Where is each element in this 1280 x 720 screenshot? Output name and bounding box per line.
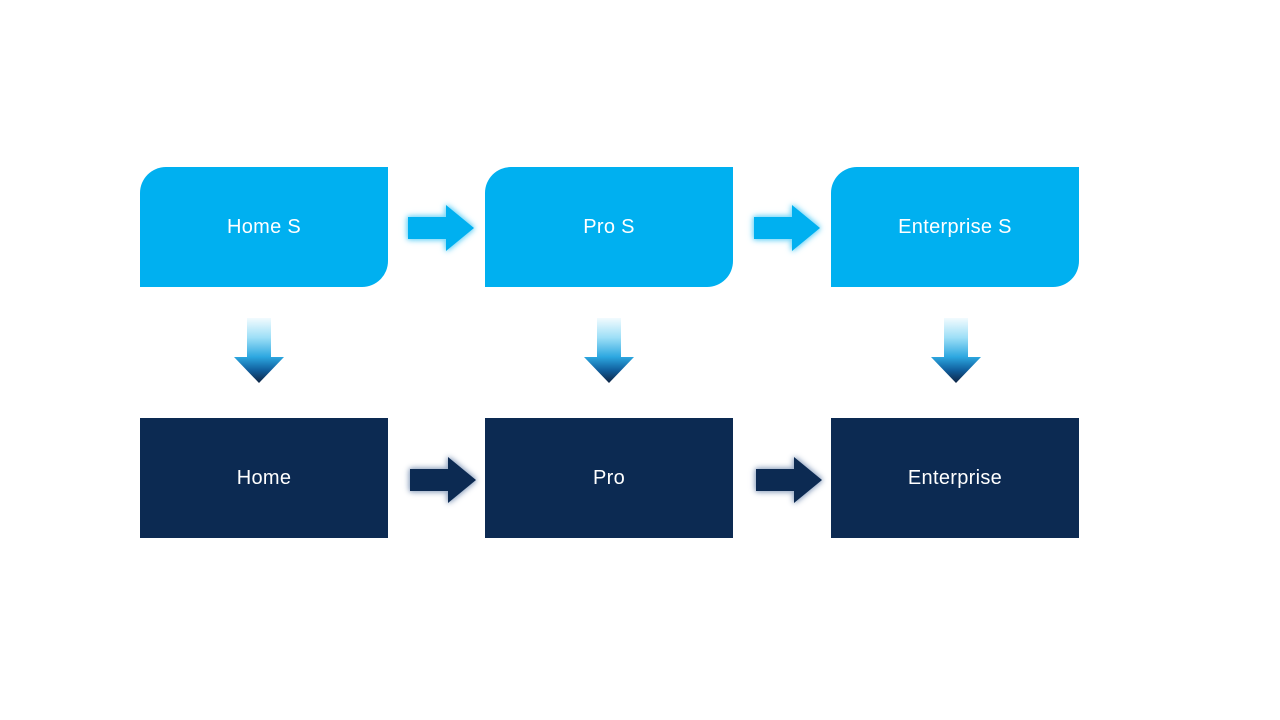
arrow-home-s-to-home-icon bbox=[234, 318, 284, 383]
node-enterprise-s: Enterprise S bbox=[831, 167, 1079, 287]
arrow-pro-to-enterprise-icon bbox=[756, 457, 822, 503]
node-pro-s-label: Pro S bbox=[583, 215, 635, 238]
arrow-home-to-pro-icon bbox=[410, 457, 476, 503]
node-enterprise: Enterprise bbox=[831, 418, 1079, 538]
node-home-label: Home bbox=[236, 466, 292, 489]
node-pro: Pro bbox=[485, 418, 733, 538]
arrow-enterprise-s-to-enterprise-icon bbox=[931, 318, 981, 383]
node-pro-label: Pro bbox=[592, 466, 626, 489]
arrow-pro-s-to-enterprise-s-icon bbox=[754, 205, 820, 251]
node-home-s-label: Home S bbox=[226, 215, 302, 238]
arrow-home-s-to-pro-s-icon bbox=[408, 205, 474, 251]
arrow-pro-s-to-pro-icon bbox=[584, 318, 634, 383]
node-home-s: Home S bbox=[140, 167, 388, 287]
node-pro-s: Pro S bbox=[485, 167, 733, 287]
node-home: Home bbox=[140, 418, 388, 538]
node-enterprise-s-label: Enterprise S bbox=[898, 215, 1012, 238]
node-enterprise-label: Enterprise bbox=[907, 466, 1003, 489]
